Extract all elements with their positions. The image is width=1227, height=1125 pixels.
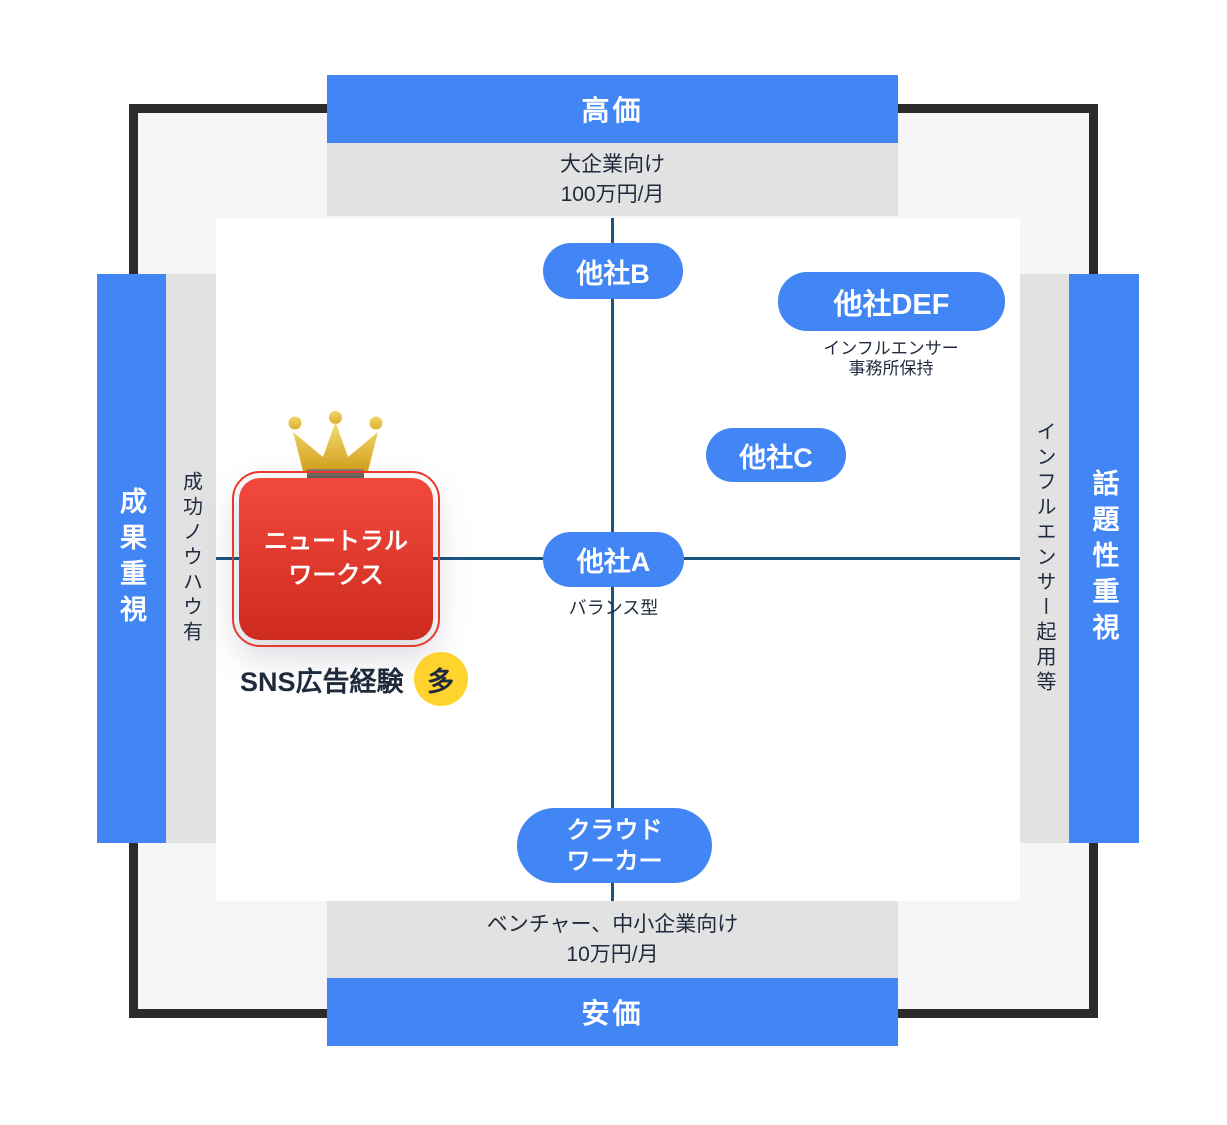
axis-top-note-bar: 大企業向け 100万円/月 [327,143,898,216]
competitor-def-pill: 他社DEF [778,272,1005,331]
axis-right-label: 話題性重視 [1088,468,1119,649]
sns-experience-label: SNS広告経験 [240,666,404,697]
axis-bottom-label-bar: 安価 [327,978,898,1046]
hero-company-box: ニュートラル ワークス [232,471,440,647]
competitor-a-caption: バランス型 [568,598,659,618]
hero-company-name: ニュートラル ワークス [239,478,433,640]
axis-right-note-bar: インフルエンサー起用等 [1020,274,1069,843]
axis-right-label-bar: 話題性重視 [1069,274,1139,843]
axis-bottom-label: 安価 [581,998,644,1029]
axis-bottom-note-bar: ベンチャー、中小企業向け 10万円/月 [327,901,898,978]
axis-left-label-bar: 成果重視 [97,274,166,843]
axis-top-note: 大企業向け 100万円/月 [560,152,665,206]
axis-left-note: 成功ノウハウ有 [179,471,202,646]
competitor-cloudworker-pill: クラウド ワーカー [517,808,712,883]
competitor-a-pill: 他社A [543,532,684,587]
sns-experience-badge: 多 [413,652,468,706]
competitor-c-pill: 他社C [706,428,846,482]
axis-bottom-note: ベンチャー、中小企業向け 10万円/月 [486,912,739,966]
hero-sns-experience: SNS広告経験 多 [240,652,468,706]
axis-top-label-bar: 高価 [327,75,898,143]
axis-top-label: 高価 [581,95,644,126]
axis-left-label: 成果重視 [116,486,146,631]
competitor-b-pill: 他社B [543,243,683,299]
axis-right-note: インフルエンサー起用等 [1033,421,1055,696]
axis-left-note-bar: 成功ノウハウ有 [166,274,216,843]
competitor-def-caption: インフルエンサー 事務所保持 [823,339,959,378]
